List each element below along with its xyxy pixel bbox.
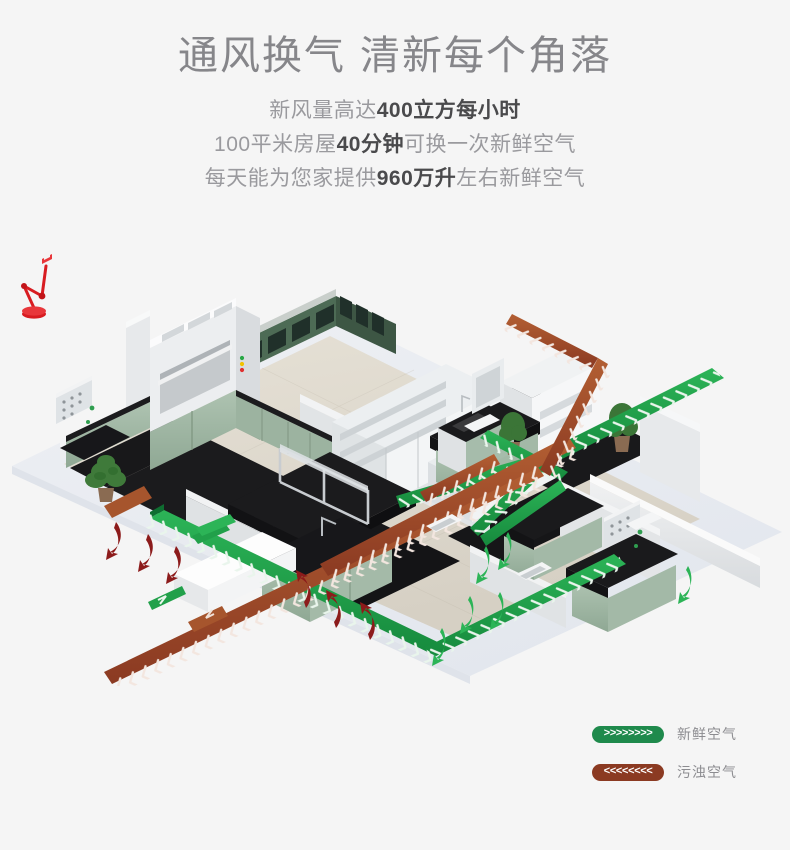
drying-rack-right bbox=[604, 500, 643, 548]
subtitle-3-strong: 960万升 bbox=[376, 167, 457, 190]
page-title: 通风换气清新每个角落 bbox=[0, 34, 790, 78]
foul-air-band-4 bbox=[502, 314, 598, 375]
fresh-air-label: 新鲜空气 bbox=[677, 726, 737, 742]
potted-plant-mid bbox=[499, 412, 527, 455]
fresh-air-band-3 bbox=[544, 368, 724, 465]
subtitle-3-post: 左右新鲜空气 bbox=[456, 167, 586, 190]
fresh-air-stub-left bbox=[148, 586, 186, 610]
page-title-part2: 清新每个角落 bbox=[360, 34, 612, 78]
subtitle-3-pre: 每天能为您家提供 bbox=[204, 167, 377, 190]
subtitle-1-strong: 400立方每小时 bbox=[376, 99, 521, 122]
foul-air-intake-fumehood bbox=[104, 486, 152, 518]
foul-air-label: 污浊空气 bbox=[677, 764, 737, 780]
subtitle-line-2: 100平米房屋40分钟可换一次新鲜空气 bbox=[0, 128, 790, 162]
ceiling-diffusers bbox=[426, 414, 662, 580]
subtitle-line-1: 新风量高达400立方每小时 bbox=[0, 94, 790, 128]
legend: >>>>>>>> 新鲜空气 <<<<<<<< 污浊空气 bbox=[592, 722, 752, 798]
foul-air-band-3 bbox=[540, 358, 614, 480]
subtitle-line-3: 每天能为您家提供960万升左右新鲜空气 bbox=[0, 162, 790, 196]
fresh-air-band-2 bbox=[424, 554, 626, 661]
subtitle-2-pre: 100平米房屋 bbox=[214, 133, 337, 156]
supply-swirl-arrows bbox=[432, 532, 692, 666]
page-title-part1: 通风换气 bbox=[178, 34, 346, 78]
fume-hood bbox=[126, 298, 260, 470]
fresh-air-swatch: >>>>>>>> bbox=[592, 725, 664, 743]
foul-air-band-5 bbox=[420, 454, 503, 507]
fresh-air-band-7 bbox=[480, 480, 566, 546]
subtitle-2-post: 可换一次新鲜空气 bbox=[403, 133, 576, 156]
foul-air-stub-left bbox=[188, 606, 228, 632]
exhaust-swirl-arrows bbox=[106, 522, 375, 640]
subtitle-1-pre: 新风量高达 bbox=[269, 99, 377, 122]
wall-cabinet-green bbox=[236, 289, 396, 374]
foul-air-swatch: <<<<<<<< bbox=[592, 763, 664, 781]
drying-rack-left bbox=[56, 376, 130, 460]
fresh-air-diffuser-left bbox=[196, 514, 236, 536]
legend-row-fresh-air: >>>>>>>> 新鲜空气 bbox=[592, 722, 752, 746]
potted-plant-left bbox=[85, 455, 126, 502]
subtitle-2-strong: 40分钟 bbox=[336, 133, 404, 156]
legend-row-foul-air: <<<<<<<< 污浊空气 bbox=[592, 760, 752, 784]
subtitle-list: 新风量高达400立方每小时 100平米房屋40分钟可换一次新鲜空气 每天能为您家… bbox=[0, 94, 790, 196]
header: 通风换气清新每个角落 新风量高达400立方每小时 100平米房屋40分钟可换一次… bbox=[0, 0, 790, 196]
lab-ventilation-illustration bbox=[0, 236, 790, 686]
bench-mid-right bbox=[498, 488, 604, 580]
articulated-lamp-red bbox=[21, 250, 52, 319]
